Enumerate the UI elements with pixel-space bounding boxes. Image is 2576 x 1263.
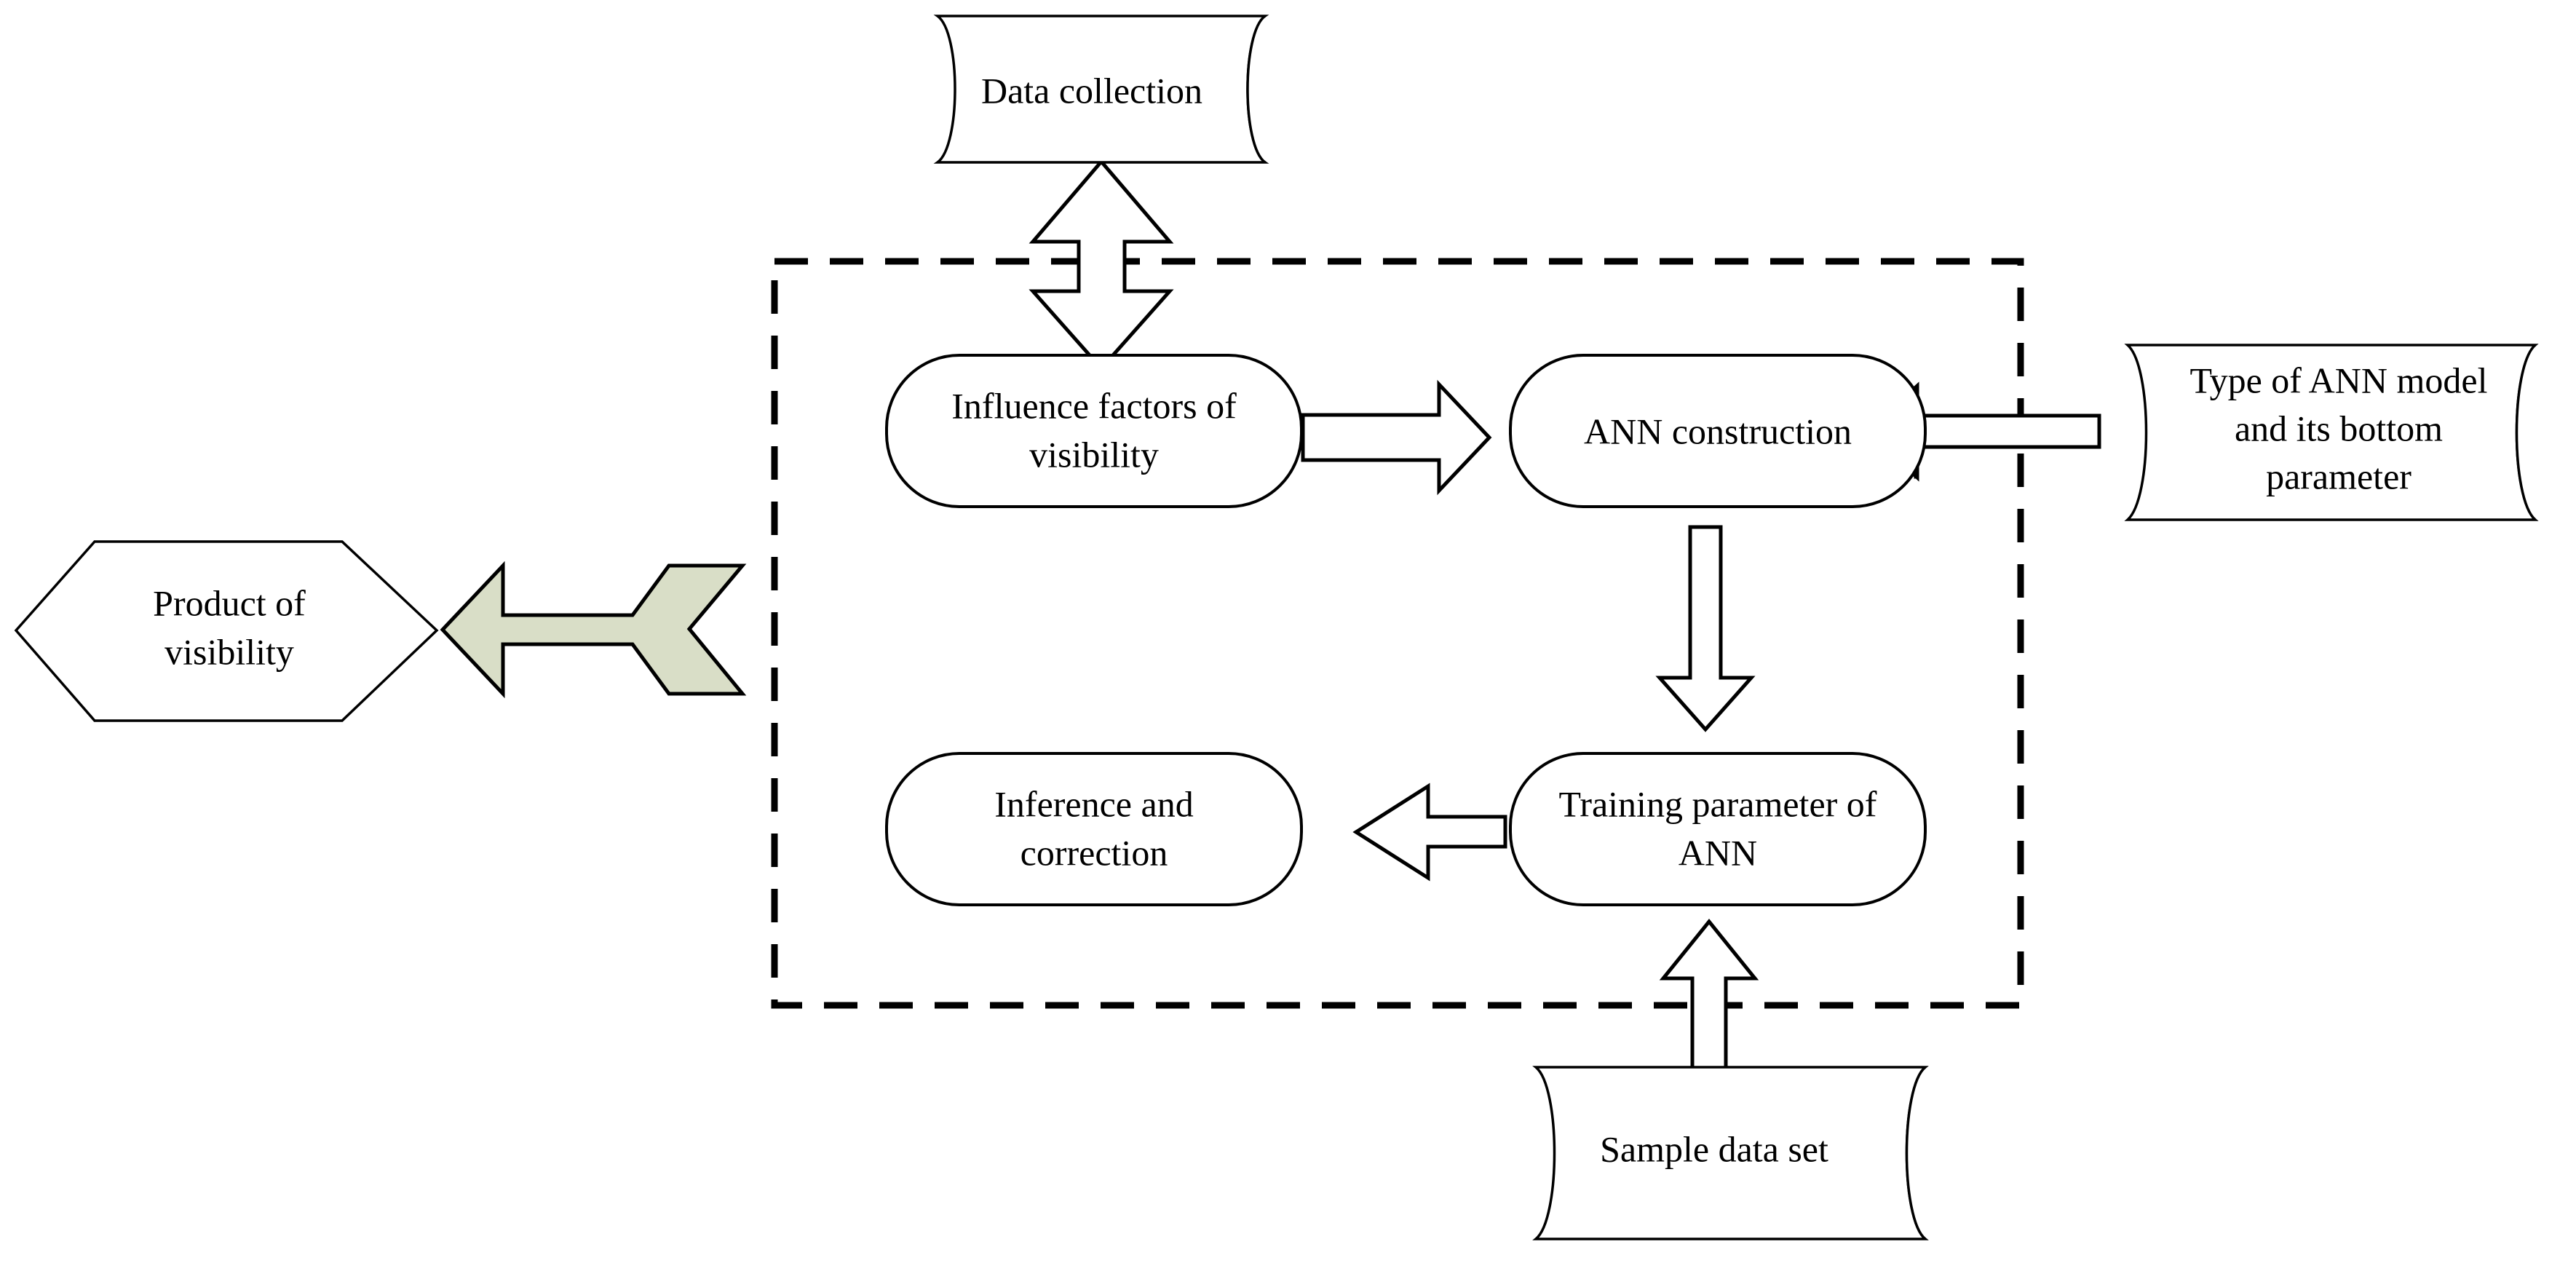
connector-data-collection-to-influence-factors	[1029, 159, 1174, 371]
node-inference-correction[interactable]: Inference and correction	[885, 752, 1303, 906]
node-ann-construction[interactable]: ANN construction	[1509, 354, 1927, 508]
node-label-data-collection: Data collection	[981, 70, 1202, 111]
node-label-ann-model-type-line1: Type of ANN model	[2190, 360, 2488, 400]
node-influence-factors[interactable]: Influence factors of visibility	[885, 354, 1303, 508]
node-label-product-visibility-line1: Product of	[153, 582, 306, 623]
node-label-influence-factors-line2: visibility	[1029, 434, 1159, 475]
node-label-influence-factors-line1: Influence factors of	[951, 385, 1237, 426]
node-label-inference-correction-line1: Inference and	[994, 783, 1193, 824]
node-sample-data-set[interactable]: Sample data set	[1532, 1066, 1929, 1240]
node-training-parameter[interactable]: Training parameter of ANN	[1509, 752, 1927, 906]
node-label-sample-data-set: Sample data set	[1600, 1128, 1828, 1169]
connector-influence-factors-to-ann-construction	[1301, 379, 1492, 496]
node-label-training-parameter-line1: Training parameter of	[1559, 783, 1877, 824]
node-label-ann-model-type-line3: parameter	[2266, 456, 2411, 496]
connector-ann-construction-to-training-parameter	[1655, 525, 1756, 732]
node-ann-model-type[interactable]: Type of ANN model and its bottom paramet…	[2124, 344, 2539, 521]
node-product-visibility[interactable]: Product of visibility	[14, 540, 439, 722]
node-label-inference-correction-line2: correction	[1021, 832, 1168, 873]
connector-model-to-product-visibility	[440, 561, 747, 699]
ann-modelling-boundary	[771, 258, 2024, 1009]
node-data-collection[interactable]: Data collection	[933, 15, 1269, 164]
node-label-product-visibility-line2: visibility	[165, 631, 294, 672]
node-label-ann-construction: ANN construction	[1584, 411, 1852, 451]
node-label-ann-model-type-line2: and its bottom	[2235, 408, 2443, 448]
node-label-training-parameter-line2: ANN	[1679, 832, 1757, 873]
connector-training-parameter-to-inference-correction	[1352, 783, 1507, 882]
